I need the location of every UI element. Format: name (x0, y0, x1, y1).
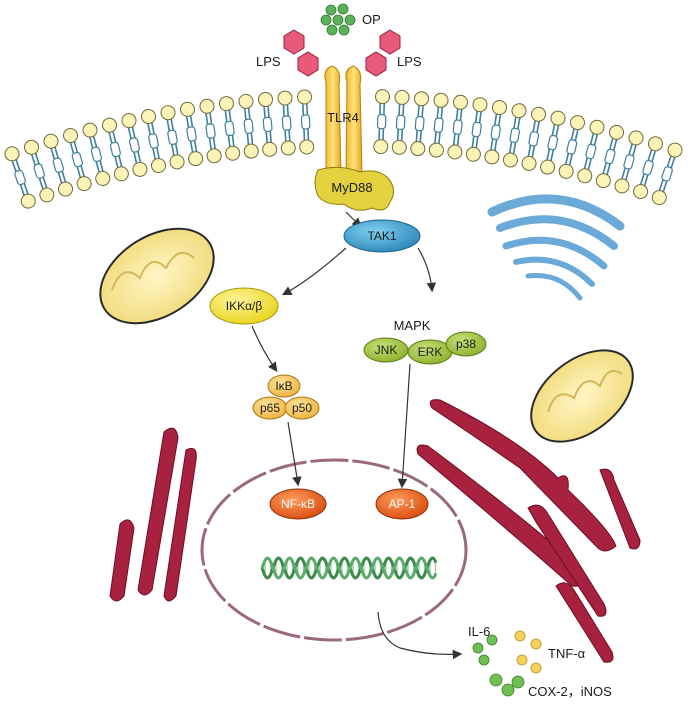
nucleus (200, 458, 468, 642)
ikk-node: IKKα/β (209, 287, 279, 325)
lipid-pair (102, 117, 129, 182)
lps-left-label: LPS (256, 54, 281, 69)
tlr4-label: TLR4 (327, 110, 359, 125)
lipid-pair (410, 91, 429, 157)
nfkb-node: NF-κB (269, 488, 327, 520)
lipid-pair (82, 122, 111, 186)
tak1-label: TAK1 (367, 229, 396, 243)
arrow-nfkb-translocation (287, 421, 302, 487)
pathway-arrows (251, 211, 463, 660)
ikb-label: IκB (275, 379, 292, 393)
ap1-node: AP-1 (375, 488, 429, 520)
cytokine-products: IL-6 TNF-α COX-2，iNOS (468, 624, 612, 699)
lipid-pair (24, 139, 55, 203)
arrow-gene-expression (377, 611, 463, 660)
lipid-pair (502, 103, 527, 168)
p50-label: p50 (292, 401, 312, 415)
lipid-pair (521, 106, 546, 171)
lipid-pair (614, 130, 644, 194)
cell-membrane (4, 89, 683, 209)
lipid-pair (141, 109, 167, 173)
mitochondrion-left (99, 227, 215, 325)
lipid-pair (428, 92, 449, 158)
lipid-pair (391, 89, 410, 155)
p38-node (445, 331, 487, 357)
ikk-label: IKKα/β (226, 299, 263, 313)
tak1-node: TAK1 (343, 219, 421, 253)
lipid-pair (447, 94, 468, 160)
mitochondrion-right (530, 349, 634, 443)
lipid-pair (277, 90, 296, 156)
lps-hexagon (365, 51, 387, 77)
op-label: OP (362, 12, 381, 27)
p50-node (284, 396, 320, 420)
lipid-pair (540, 110, 566, 175)
mapk-complex: MAPK JNK ERK p38 (363, 318, 487, 365)
lipid-pair (297, 89, 315, 155)
arrow-ikk-ikb (251, 325, 278, 372)
ikb-complex: IκB p65 p50 (252, 374, 320, 420)
lipid-pair (160, 105, 185, 170)
lipid-pair (577, 119, 605, 184)
lipid-pair (595, 124, 624, 189)
golgi-apparatus (487, 194, 625, 301)
lipid-pair (651, 142, 683, 206)
erk-label: ERK (418, 345, 443, 359)
lipid-pair (258, 92, 278, 157)
lps-hexagon (283, 29, 305, 55)
arrow-mapk-ap1 (397, 363, 411, 489)
lipid-pair (238, 93, 259, 159)
myd88-adaptor: MyD88 (314, 166, 394, 211)
ikb-node (267, 374, 301, 398)
arrow-tak1-mapk (417, 247, 437, 293)
myd88-label: MyD88 (331, 180, 372, 195)
nfkb-label: NF-κB (281, 497, 315, 511)
lipid-pair (558, 115, 585, 179)
tnfa-label: TNF-α (548, 646, 586, 661)
lps-right-label: LPS (397, 54, 422, 69)
lipid-pair (121, 113, 148, 177)
jnk-label: JNK (375, 343, 398, 357)
lipid-pair (63, 128, 92, 192)
mapk-label: MAPK (394, 318, 431, 333)
lipid-pair (180, 101, 204, 167)
endoplasmic-reticulum-right (416, 399, 641, 663)
lipid-pair (465, 97, 488, 162)
lps-molecules: LPS LPS (256, 29, 422, 77)
il6-label: IL-6 (468, 624, 490, 639)
lipid-pair (4, 146, 36, 209)
lipid-pair (633, 136, 663, 200)
lipid-pair (43, 133, 74, 197)
endoplasmic-reticulum-left (109, 427, 197, 602)
tlr4-receptor: TLR4 (324, 65, 363, 180)
op-particles: OP (320, 3, 381, 36)
p38-label: p38 (456, 337, 476, 351)
arrow-tak1-ikk (281, 247, 347, 296)
cox-inos-label: COX-2，iNOS (528, 684, 612, 699)
lipid-pair (484, 100, 507, 165)
lps-hexagon (379, 29, 401, 55)
p65-label: p65 (260, 401, 280, 415)
lipid-pair (373, 89, 390, 155)
lipid-pair (199, 98, 222, 164)
dna-helix (260, 556, 438, 580)
lipid-pair (219, 96, 241, 161)
ap1-label: AP-1 (389, 497, 416, 511)
lps-hexagon (297, 51, 319, 77)
